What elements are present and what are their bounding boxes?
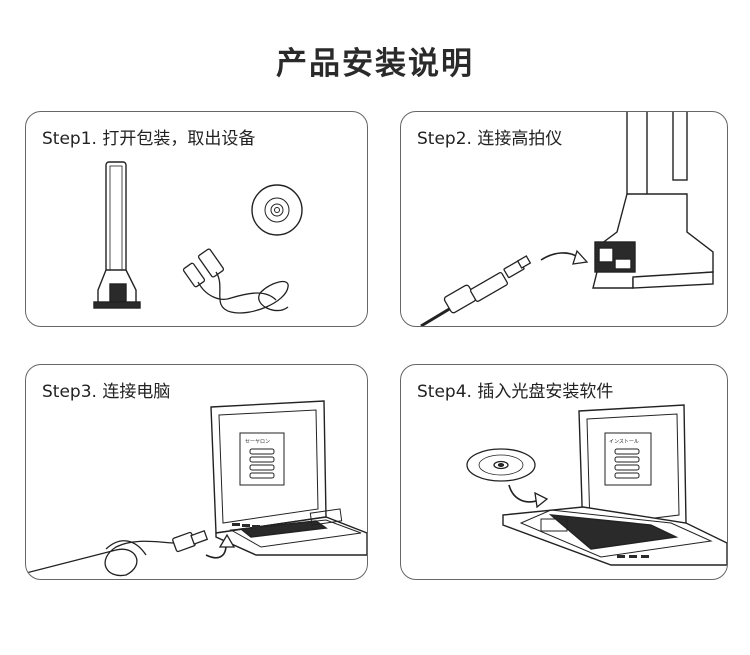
usb-cable [26,530,209,577]
step4-label: Step4. 插入光盘安装软件 [417,382,614,402]
screen-text: インストール [609,439,639,445]
step1-label: Step1. 打开包装，取出设备 [42,129,256,149]
step3-illustration: セーヤロン [26,400,367,577]
step3-panel: Step3. 连接电脑 セーヤロン [25,364,368,580]
scanner-device [93,161,141,309]
usb-cable [420,255,532,326]
cd-disc [251,184,303,236]
step2-panel: Step2. 连接高拍仪 [400,111,728,327]
usb-ports [232,523,260,528]
step2-illustration [420,112,714,326]
laptop [502,404,727,566]
step1-illustration [93,161,303,314]
side-ports [617,555,649,558]
step2-label: Step2. 连接高拍仪 [417,129,563,149]
cd-disc [466,448,536,482]
scanner-base [592,112,714,289]
step1-panel: Step1. 打开包装，取出设备 [25,111,368,327]
step4-panel: Step4. 插入光盘安装软件 [400,364,728,580]
connect-arrow [205,544,227,559]
usb-cable [182,248,289,314]
connect-arrow [540,252,580,261]
screen-text: セーヤロン [245,439,270,445]
step4-illustration: インストール [466,404,727,566]
step3-label: Step3. 连接电脑 [42,382,171,402]
laptop [210,400,367,556]
page-title: 产品安装说明 [276,46,474,82]
